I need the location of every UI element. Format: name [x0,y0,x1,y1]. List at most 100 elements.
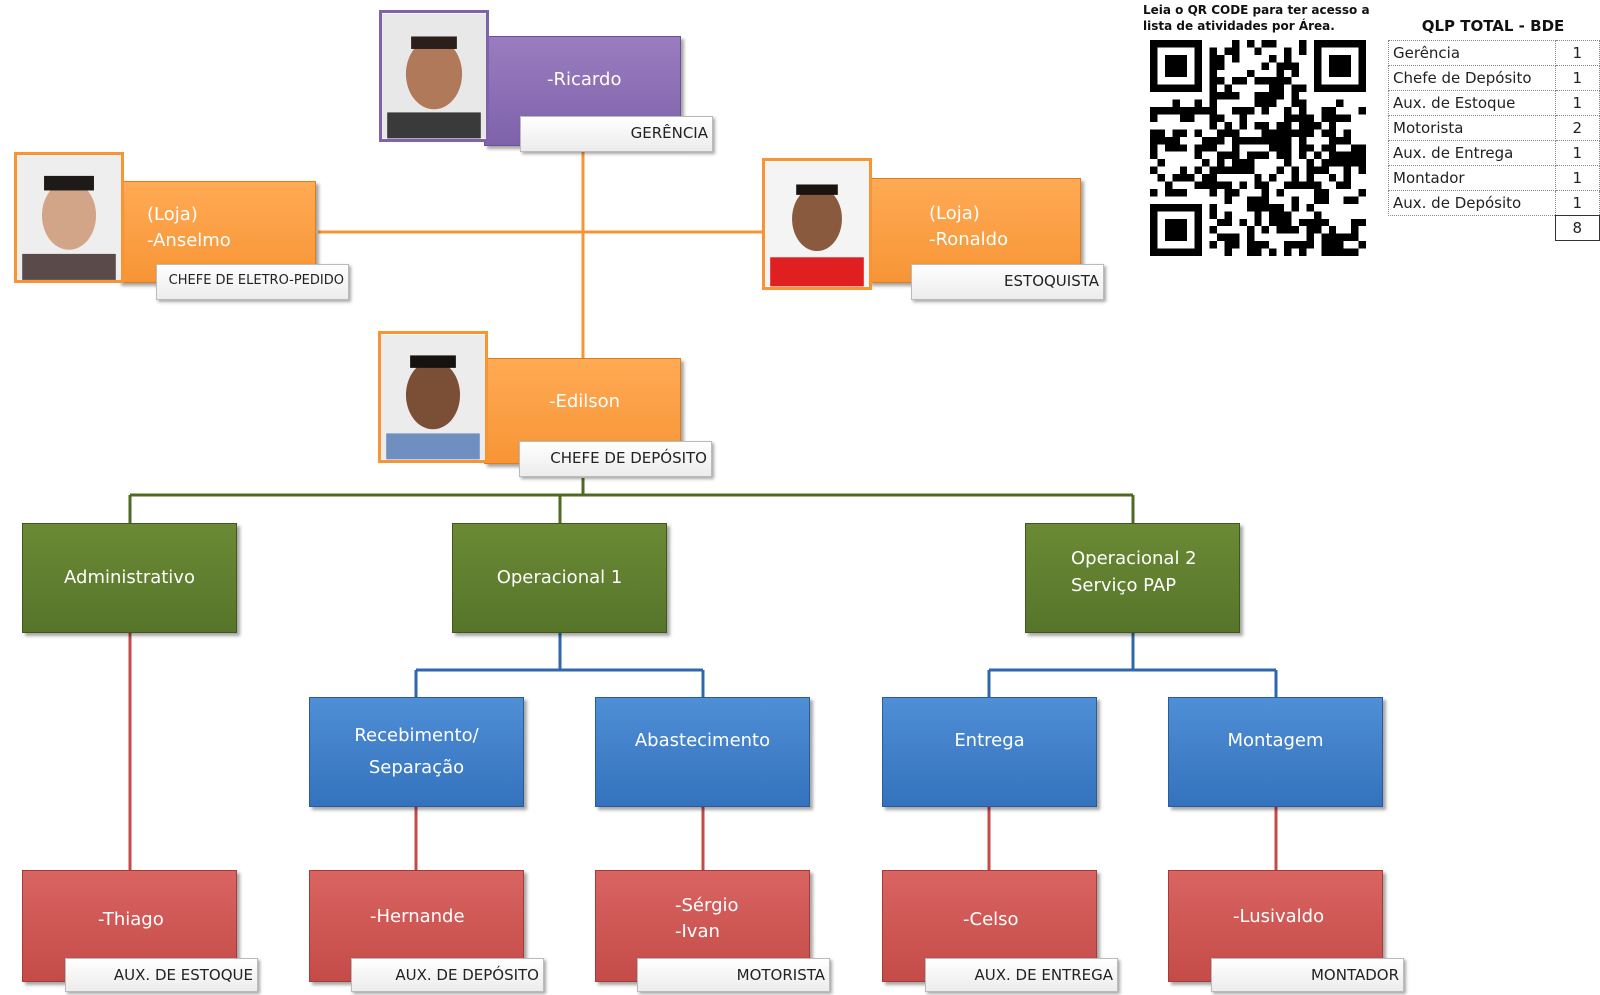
qr-module [1261,92,1270,100]
qr-module [1217,151,1225,160]
qr-module [1313,188,1322,197]
qr-module [1179,107,1188,115]
qr-module [1291,62,1299,70]
qr-module [1313,181,1322,189]
qr-module [1269,144,1277,152]
qr-module [1336,248,1344,256]
qr-module [1254,99,1262,108]
edilson-name: -Edilson [549,391,621,412]
qr-module [1358,54,1366,63]
qr-module [1351,151,1359,160]
qr-module [1358,144,1366,152]
qr-module [1194,99,1203,108]
qr-module [1351,233,1359,242]
qr-module [1172,136,1180,145]
qr-module [1224,181,1232,189]
qr-module [1246,69,1255,78]
qr-module [1209,99,1218,108]
qr-module [1269,77,1277,85]
qr-module [1150,226,1158,234]
qr-module [1328,151,1337,160]
qr-module [1194,47,1203,55]
qr-module [1217,159,1225,167]
qr-module [1157,40,1165,48]
qr-module [1209,47,1218,55]
area-entrega: Entrega [882,697,1097,807]
qr-module [1321,233,1329,242]
qr-module [1328,107,1337,115]
qr-module [1239,218,1247,227]
qr-module [1261,181,1270,189]
qr-module [1246,151,1255,160]
dept-operacional-1: Operacional 1 [452,523,667,633]
qr-module [1231,144,1240,152]
qr-module [1336,69,1344,78]
sergio-name: -Sérgio [675,895,739,916]
qlp-count: 1 [1554,165,1600,191]
qr-module [1157,129,1165,137]
qr-module [1164,136,1173,145]
qr-module [1172,54,1180,63]
qr-module [1269,92,1277,100]
qr-module [1217,129,1225,137]
qr-module [1321,144,1329,152]
qr-module [1224,248,1232,256]
qr-module [1343,84,1352,93]
hernande-name: -Hernande [370,906,465,927]
qr-module [1328,69,1337,78]
qr-module [1261,226,1270,234]
qr-module [1284,241,1292,249]
qr-module [1217,77,1225,85]
qr-module [1306,174,1314,182]
qr-module [1164,233,1173,242]
qr-module [1254,151,1262,160]
qr-module [1276,203,1285,212]
qr-module [1284,121,1292,130]
qlp-total-spacer [1389,216,1556,241]
qr-module [1239,107,1247,115]
qr-module [1269,136,1277,145]
qr-module [1261,62,1270,70]
qr-module [1224,121,1232,130]
qr-module [1358,241,1366,249]
qr-module [1306,218,1314,227]
sergio-ivan-role: MOTORISTA [637,958,830,992]
qr-module [1164,69,1173,78]
qr-module [1291,203,1299,212]
qr-module [1328,40,1337,48]
qr-module [1150,241,1158,249]
qr-module [1336,62,1344,70]
qr-module [1179,226,1188,234]
qr-module [1328,226,1337,234]
lusivaldo-name: -Lusivaldo [1233,906,1325,927]
qr-module [1150,114,1158,122]
qr-module [1179,218,1188,227]
qr-module [1224,151,1232,160]
qr-module [1336,114,1344,122]
qr-module [1217,114,1225,122]
qr-module [1358,166,1366,175]
qr-code[interactable] [1140,40,1376,256]
qr-module [1217,218,1225,227]
qr-module [1284,77,1292,85]
qr-module [1217,166,1225,175]
qr-module [1209,226,1218,234]
qr-module [1239,181,1247,189]
qr-module [1328,233,1337,242]
qr-module [1194,248,1203,256]
qr-module [1336,54,1344,63]
qr-module [1194,181,1203,189]
qr-module [1209,54,1218,63]
qr-module [1239,136,1247,145]
qr-module [1284,136,1292,145]
celso-name: -Celso [963,909,1019,930]
qr-module [1276,69,1285,78]
qr-module [1194,166,1203,175]
qlp-total-row: 8 [1389,215,1600,241]
qr-module [1276,226,1285,234]
qr-module [1209,62,1218,70]
qr-module [1187,107,1195,115]
qr-module [1269,218,1277,227]
recebimento-line1: Recebimento/ [354,725,479,746]
qr-module [1298,84,1307,93]
